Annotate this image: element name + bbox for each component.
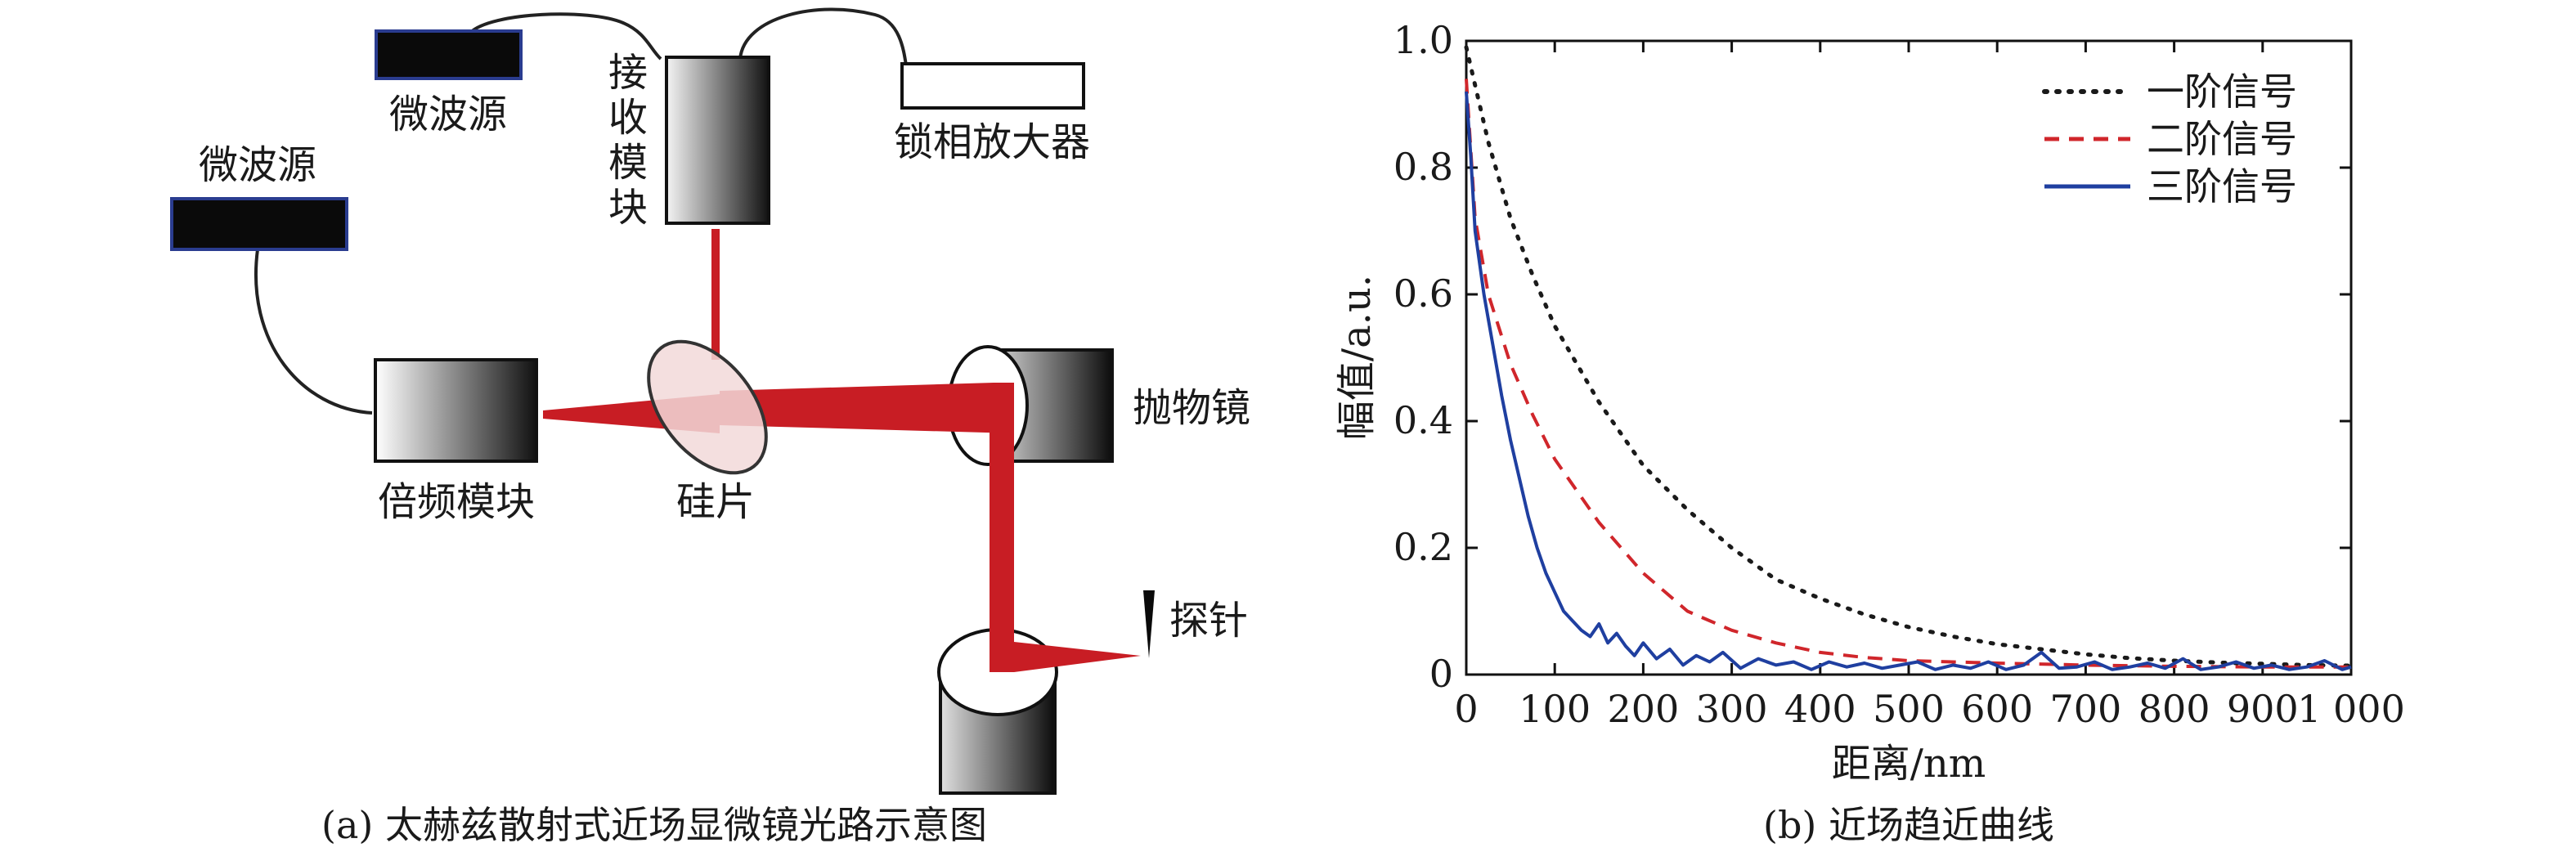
cable-source-top-to-receiver	[469, 12, 662, 61]
silicon-wafer	[647, 339, 768, 475]
cable-source-left-to-multiplier	[254, 249, 373, 415]
legend-label-3: 三阶信号	[2147, 164, 2297, 209]
beam-to-probe	[990, 642, 1141, 672]
microwave-source-left	[170, 197, 348, 251]
svg-text:块: 块	[608, 185, 648, 231]
x-tick-label: 200	[1607, 687, 1679, 731]
x-tick-label: 300	[1696, 687, 1768, 731]
label-multiplier-module: 倍频模块	[378, 479, 535, 525]
cable-receiver-to-lockin	[738, 7, 908, 66]
receiver-module	[665, 56, 770, 225]
svg-text:接: 接	[608, 50, 648, 96]
caption-a: (a) 太赫兹散射式近场显微镜光路示意图	[321, 803, 987, 847]
series-line-2	[1465, 78, 2351, 669]
y-axis-ticks: 0 0.2 0.4 0.6 0.8 1.0	[1393, 18, 2351, 696]
label-receiver-module: 接 收 模 块	[608, 50, 648, 231]
series-layer	[1464, 45, 2354, 671]
legend-label-1: 一阶信号	[2147, 70, 2297, 114]
beam-mirror-vertical	[990, 409, 1014, 664]
y-tick-label: 0.6	[1393, 271, 1453, 316]
y-tick-label: 0.8	[1393, 145, 1453, 189]
panel-a-diagram: 微波源 微波源 锁相放大器 接 收 模 块 倍频模块 硅片 抛物镜 探针 (a)…	[170, 7, 1250, 847]
label-paraboloid-mirror: 抛物镜	[1133, 385, 1250, 431]
y-tick-label: 1.0	[1393, 18, 1453, 62]
lock-in-amplifier	[900, 62, 1085, 110]
y-tick-label: 0	[1429, 652, 1453, 696]
microwave-source-top	[375, 29, 523, 80]
series-line-3	[1465, 91, 2352, 671]
label-microwave-source-top: 微波源	[389, 92, 507, 137]
y-axis-title: 幅值/a.u.	[1334, 275, 1380, 440]
svg-text:收: 收	[608, 95, 648, 141]
label-lock-in-amplifier: 锁相放大器	[894, 119, 1090, 165]
x-tick-label: 1 000	[2297, 687, 2405, 731]
caption-b: (b) 近场趋近曲线	[1763, 803, 2054, 847]
beam-to-receiver	[711, 229, 720, 360]
x-tick-label: 900	[2227, 687, 2299, 731]
y-tick-label: 0.2	[1393, 525, 1453, 569]
panel-b-chart: 0 0.2 0.4 0.6 0.8 1.0 0 100 200 300 400 500 600 700 8…	[1334, 18, 2405, 847]
x-tick-label: 500	[1873, 687, 1945, 731]
svg-text:模: 模	[608, 140, 648, 186]
probe-tip	[1143, 590, 1155, 658]
frequency-multiplier-module	[374, 358, 538, 463]
x-tick-label: 800	[2138, 687, 2210, 731]
x-axis-title: 距离/nm	[1832, 741, 1986, 787]
x-tick-label: 400	[1784, 687, 1856, 731]
x-tick-label: 700	[2049, 687, 2121, 731]
legend-label-2: 二阶信号	[2147, 117, 2297, 161]
label-silicon-wafer: 硅片	[676, 479, 755, 525]
x-tick-label: 600	[1961, 687, 2033, 731]
beam-silicon-to-mirror	[720, 383, 1014, 433]
x-tick-label: 0	[1454, 687, 1478, 731]
label-microwave-source-left: 微波源	[199, 142, 316, 188]
label-probe: 探针	[1169, 598, 1248, 644]
y-tick-label: 0.4	[1393, 398, 1453, 442]
x-tick-label: 100	[1519, 687, 1591, 731]
